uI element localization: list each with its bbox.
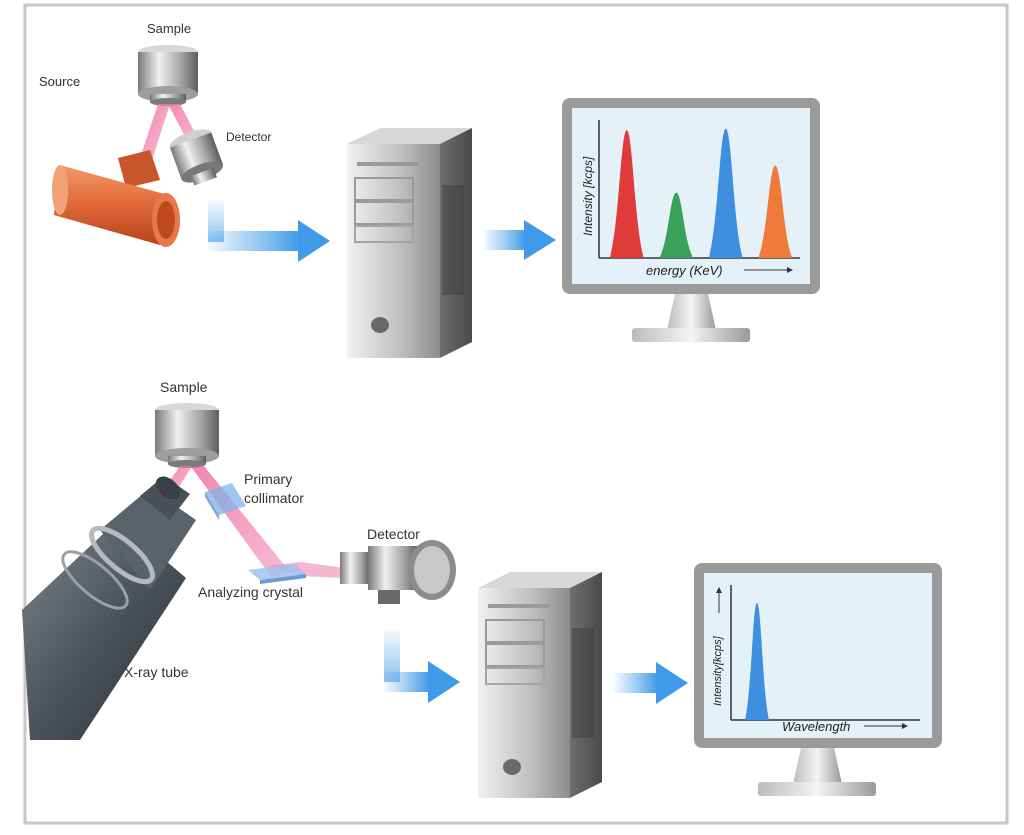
- label-primary-collimator: Primary: [244, 471, 292, 487]
- label-sample: Sample: [160, 379, 208, 395]
- arrow-to-monitor: [614, 662, 688, 704]
- yaxis-label: Intensity [kcps]: [581, 156, 595, 236]
- arrow-to-computer: [208, 200, 330, 262]
- computer-tower: [478, 572, 602, 798]
- spectrum-peak: [659, 192, 694, 258]
- outer-frame: [23, 3, 1009, 825]
- primary-beam: [140, 104, 170, 160]
- label-detector: Detector: [226, 130, 271, 144]
- analyzing-crystal: [248, 564, 306, 584]
- label-sample: Sample: [147, 21, 191, 36]
- top-spectrum-chart: energy (KeV) Intensity [kcps]: [581, 120, 800, 278]
- arrow-to-computer: [384, 630, 460, 703]
- label-primary-collimator: collimator: [244, 490, 304, 506]
- label-xray-tube: X-ray tube: [124, 664, 189, 680]
- xaxis-label: Wavelength: [782, 719, 850, 734]
- detector: [169, 129, 224, 186]
- xray-tube: [22, 476, 196, 740]
- spectrum-peak: [708, 128, 743, 258]
- label-analyzing-crystal: Analyzing crystal: [198, 584, 303, 600]
- sample-cup: [155, 403, 219, 468]
- label-source: Source: [39, 74, 80, 89]
- bottom-section: Sample Primary collimator Detector Analy…: [22, 379, 942, 798]
- bottom-spectrum-chart: Wavelength Intensity[kcps]: [712, 585, 920, 734]
- yaxis-label: Intensity[kcps]: [712, 635, 724, 706]
- spectrum-peak: [758, 165, 793, 258]
- spectrum-peak: [745, 602, 769, 720]
- spectrum-peak: [609, 130, 644, 258]
- top-section: Sample Source Detector: [39, 21, 820, 358]
- detector: [340, 540, 456, 604]
- label-detector: Detector: [367, 526, 420, 542]
- sample-cup: [138, 45, 198, 106]
- arrow-to-monitor: [484, 220, 556, 260]
- xaxis-label: energy (KeV): [646, 263, 723, 278]
- computer-tower: [347, 128, 472, 358]
- xray-source: [52, 150, 180, 247]
- primary-collimator: [205, 483, 246, 520]
